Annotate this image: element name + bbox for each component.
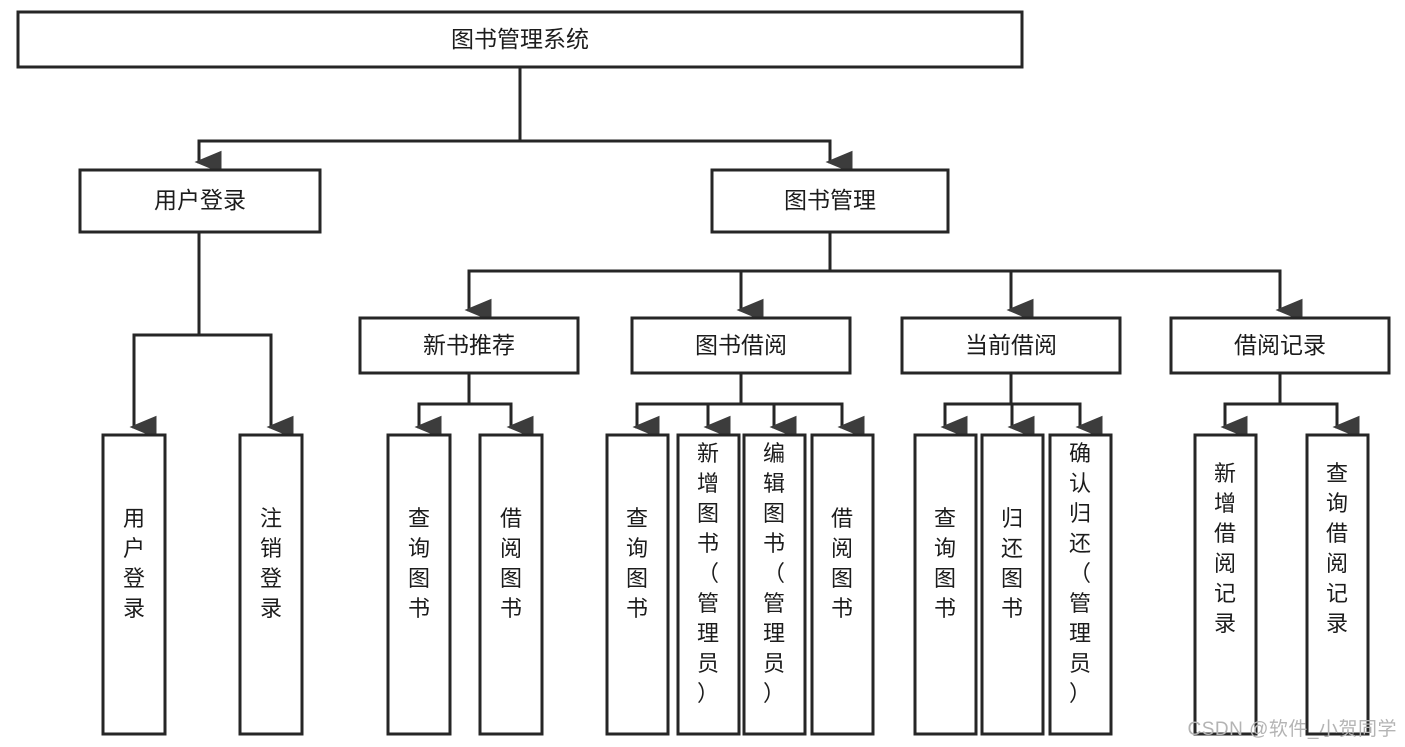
node-leaf-logout[interactable]: 注销登录 — [238, 433, 304, 736]
leaf-query-record-label: 查询借阅记录 — [1326, 461, 1348, 636]
borrow-record-label: 借阅记录 — [1234, 332, 1326, 358]
leaf-add-record-label: 新增借阅记录 — [1214, 461, 1236, 636]
leaf-confirm-return-label: 确认归还（管理员） — [1069, 441, 1091, 706]
node-borrow-record[interactable]: 借阅记录 — [1169, 316, 1391, 375]
book-borrow-box[interactable] — [630, 316, 852, 375]
new-book-recommend-label: 新书推荐 — [423, 332, 515, 358]
new-book-recommend-box[interactable] — [358, 316, 580, 375]
borrow-record-box[interactable] — [1169, 316, 1391, 375]
leaf-query-book-1-box[interactable] — [386, 433, 452, 736]
book-manage-box[interactable] — [710, 168, 950, 234]
edges-layer — [129, 65, 1360, 439]
node-current-borrow[interactable]: 当前借阅 — [900, 316, 1122, 375]
leaf-user-login-label: 用户登录 — [123, 506, 145, 621]
leaf-borrow-book-1-box[interactable] — [478, 433, 544, 736]
leaf-add-book-box[interactable] — [676, 433, 741, 736]
leaf-edit-book-label: 编辑图书（管理员） — [763, 441, 785, 706]
user-login-box[interactable] — [78, 168, 322, 234]
leaf-add-book-label: 新增图书（管理员） — [697, 441, 719, 706]
node-leaf-user-login[interactable]: 用户登录 — [101, 433, 167, 736]
node-leaf-return-book[interactable]: 归还图书 — [980, 433, 1045, 736]
book-manage-label: 图书管理 — [784, 187, 876, 213]
node-leaf-edit-book[interactable]: 编辑图书（管理员） — [742, 433, 807, 736]
node-leaf-add-book[interactable]: 新增图书（管理员） — [676, 433, 741, 736]
leaf-query-book-3-label: 查询图书 — [934, 506, 956, 621]
node-leaf-borrow-book-1[interactable]: 借阅图书 — [478, 433, 544, 736]
node-leaf-add-record[interactable]: 新增借阅记录 — [1193, 433, 1258, 736]
book-borrow-label: 图书借阅 — [695, 332, 787, 358]
leaf-add-record-box[interactable] — [1193, 433, 1258, 736]
user-login-label: 用户登录 — [154, 187, 246, 213]
leaf-query-book-1-label: 查询图书 — [408, 506, 430, 621]
leaf-confirm-return-box[interactable] — [1048, 433, 1113, 736]
leaf-query-book-3-box[interactable] — [913, 433, 978, 736]
leaf-borrow-book-1-label: 借阅图书 — [500, 506, 522, 621]
node-user-login[interactable]: 用户登录 — [78, 168, 322, 234]
node-leaf-borrow-book-2[interactable]: 借阅图书 — [810, 433, 875, 736]
node-leaf-query-book-2[interactable]: 查询图书 — [605, 433, 670, 736]
leaf-query-book-2-box[interactable] — [605, 433, 670, 736]
node-book-manage[interactable]: 图书管理 — [710, 168, 950, 234]
leaf-query-record-box[interactable] — [1305, 433, 1370, 736]
leaf-query-book-2-label: 查询图书 — [626, 506, 648, 621]
current-borrow-label: 当前借阅 — [965, 332, 1057, 358]
node-leaf-query-record[interactable]: 查询借阅记录 — [1305, 433, 1370, 736]
root-label: 图书管理系统 — [451, 26, 589, 52]
leaf-edit-book-box[interactable] — [742, 433, 807, 736]
leaf-return-book-label: 归还图书 — [1001, 506, 1023, 621]
leaf-borrow-book-2-box[interactable] — [810, 433, 875, 736]
node-root[interactable]: 图书管理系统 — [16, 10, 1024, 69]
csdn-watermark: CSDN @软件_小贺同学 — [1187, 719, 1397, 740]
root-box[interactable] — [16, 10, 1024, 69]
node-leaf-confirm-return[interactable]: 确认归还（管理员） — [1048, 433, 1113, 736]
leaf-return-book-box[interactable] — [980, 433, 1045, 736]
node-leaf-query-book-3[interactable]: 查询图书 — [913, 433, 978, 736]
node-leaf-query-book-1[interactable]: 查询图书 — [386, 433, 452, 736]
node-new-book-recommend[interactable]: 新书推荐 — [358, 316, 580, 375]
current-borrow-box[interactable] — [900, 316, 1122, 375]
leaf-logout-box[interactable] — [238, 433, 304, 736]
node-book-borrow[interactable]: 图书借阅 — [630, 316, 852, 375]
leaf-logout-label: 注销登录 — [260, 506, 282, 621]
leaf-borrow-book-2-label: 借阅图书 — [831, 506, 853, 621]
leaf-user-login-box[interactable] — [101, 433, 167, 736]
